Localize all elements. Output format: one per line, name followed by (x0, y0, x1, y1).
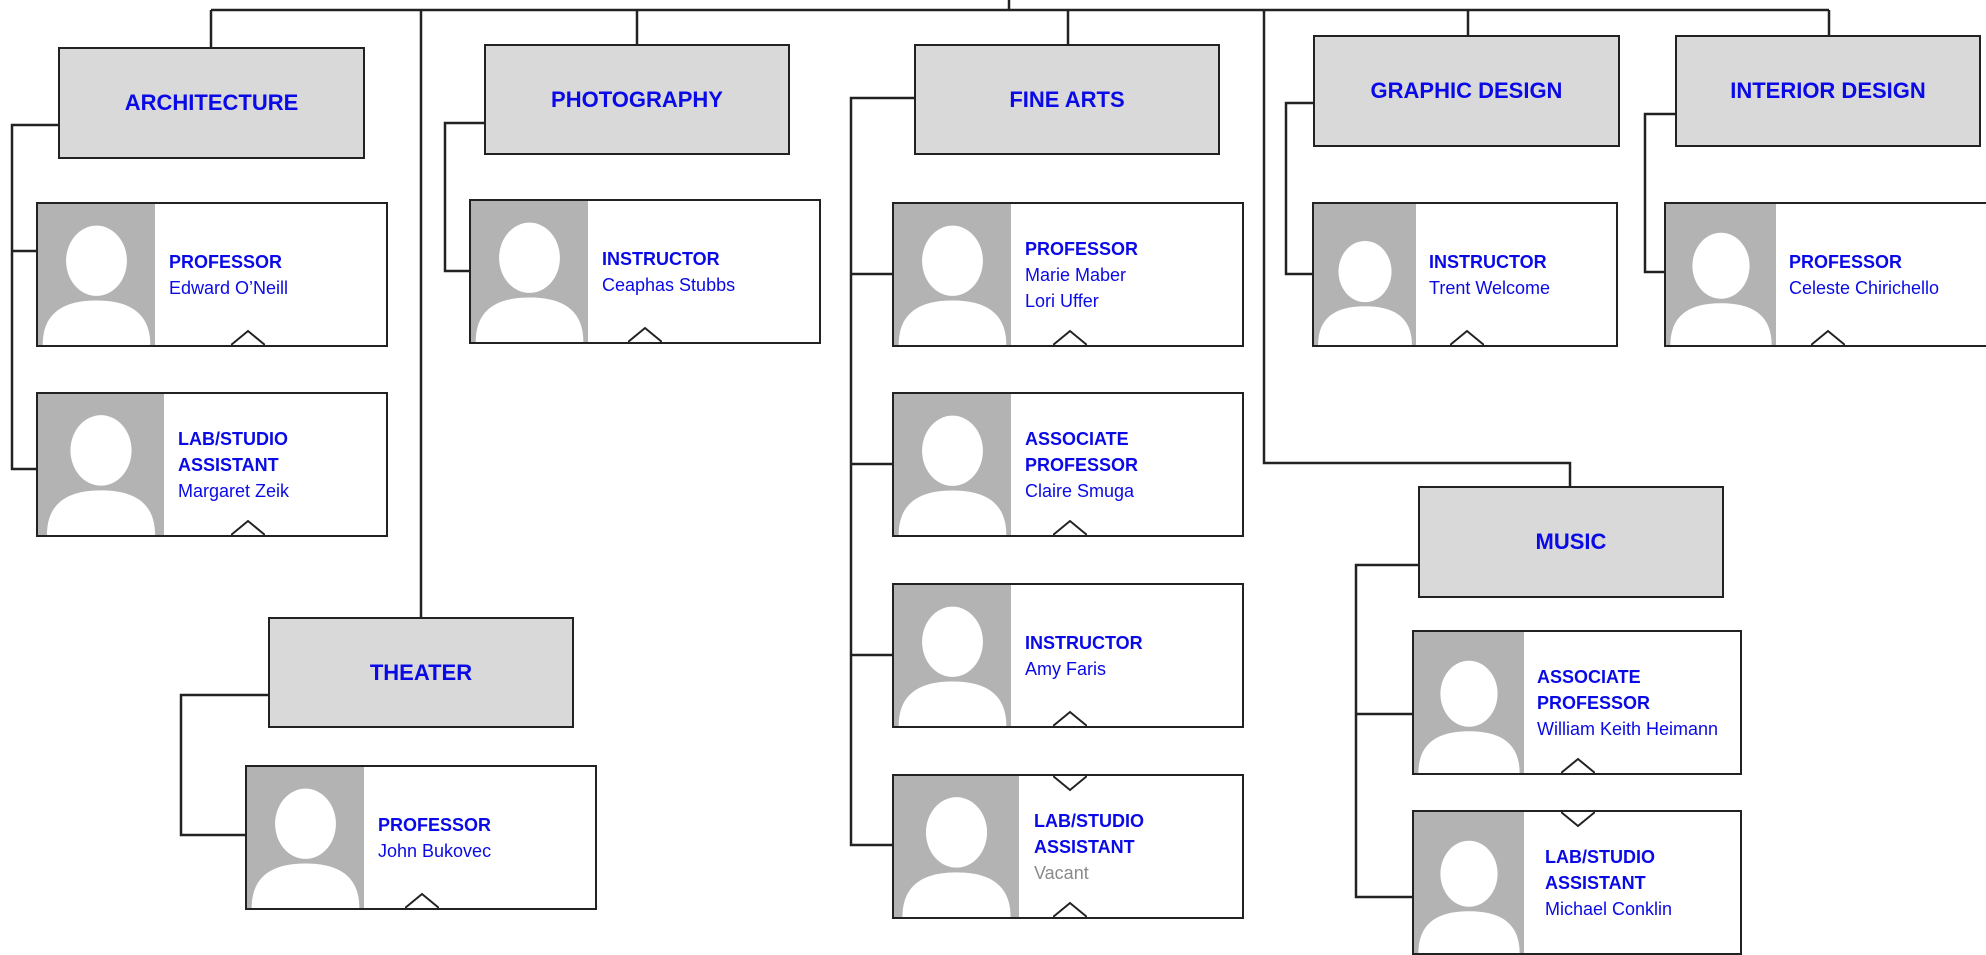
person-role: INSTRUCTOR (1025, 632, 1143, 653)
person-card[interactable]: PROFESSOR John Bukovec (245, 765, 597, 910)
person-placeholder-icon (1314, 204, 1416, 345)
person-card[interactable]: LAB/STUDIO ASSISTANT Michael Conklin (1412, 810, 1742, 955)
person-name: Marie Maber (1025, 264, 1127, 285)
notch-bottom (1450, 329, 1484, 347)
person-name: Margaret Zeik (178, 480, 290, 501)
person-placeholder-icon (247, 767, 364, 908)
notch-bottom (1561, 757, 1595, 775)
person-name: Lori Uffer (1025, 290, 1099, 311)
person-name: William Keith Heimann (1537, 718, 1719, 739)
notch-bottom (1053, 519, 1087, 537)
person-name-vacant: Vacant (1034, 862, 1089, 883)
person-placeholder-icon (894, 204, 1011, 345)
person-role-line: ASSISTANT (1034, 836, 1135, 857)
person-role-line: LAB/STUDIO (178, 428, 288, 449)
notch-top (1053, 774, 1087, 792)
person-role: INSTRUCTOR (1429, 251, 1547, 272)
person-role-line: LAB/STUDIO (1545, 846, 1655, 867)
person-role: ASSOCIATE PROFESSOR (1025, 428, 1139, 475)
person-placeholder-icon (1414, 812, 1524, 953)
dept-fine-arts[interactable]: FINE ARTS (914, 44, 1220, 155)
person-card[interactable]: PROFESSOR Marie Maber Lori Uffer (892, 202, 1244, 347)
person-placeholder-icon (1414, 632, 1524, 773)
person-name: Trent Welcome (1429, 277, 1551, 298)
person-card[interactable]: INSTRUCTOR Amy Faris (892, 583, 1244, 728)
person-name: Edward O’Neill (169, 277, 289, 298)
notch-bottom (1053, 329, 1087, 347)
person-role-line: ASSISTANT (178, 454, 279, 475)
person-placeholder-icon (38, 394, 164, 535)
person-name: Michael Conklin (1545, 898, 1673, 919)
person-role-line: PROFESSOR (1537, 692, 1651, 713)
person-placeholder-icon (894, 585, 1011, 726)
person-card[interactable]: INSTRUCTOR Trent Welcome (1312, 202, 1618, 347)
notch-bottom (405, 892, 439, 910)
person-card[interactable]: PROFESSOR Edward O’Neill (36, 202, 388, 347)
dept-music[interactable]: MUSIC (1418, 486, 1724, 598)
person-card[interactable]: LAB/STUDIO ASSISTANT Vacant (892, 774, 1244, 919)
dept-theater[interactable]: THEATER (268, 617, 574, 728)
person-placeholder-icon (1666, 204, 1776, 345)
person-card[interactable]: LAB/STUDIO ASSISTANT Margaret Zeik (36, 392, 388, 537)
person-role-line: LAB/STUDIO (1034, 810, 1144, 831)
person-name: Claire Smuga (1025, 480, 1135, 501)
person-role: INSTRUCTOR (602, 248, 720, 269)
notch-bottom (1053, 710, 1087, 728)
person-role: PROFESSOR (1789, 251, 1903, 272)
person-role-line: ASSISTANT (1545, 872, 1646, 893)
person-placeholder-icon (471, 201, 588, 342)
person-name: Ceaphas Stubbs (602, 274, 736, 295)
person-card[interactable]: INSTRUCTOR Ceaphas Stubbs (469, 199, 821, 344)
person-role: PROFESSOR (1025, 238, 1139, 259)
person-card[interactable]: PROFESSOR Celeste Chirichello (1664, 202, 1986, 347)
dept-interior-design[interactable]: INTERIOR DESIGN (1675, 35, 1981, 147)
person-card[interactable]: ASSOCIATE PROFESSOR Claire Smuga (892, 392, 1244, 537)
notch-bottom (1053, 901, 1087, 919)
person-placeholder-icon (38, 204, 155, 345)
person-name: Amy Faris (1025, 658, 1106, 679)
person-name: Celeste Chirichello (1789, 277, 1940, 298)
person-placeholder-icon (894, 776, 1019, 917)
person-name: John Bukovec (378, 840, 492, 861)
person-placeholder-icon (894, 394, 1011, 535)
person-role: PROFESSOR (378, 814, 492, 835)
notch-bottom (231, 329, 265, 347)
dept-photography[interactable]: PHOTOGRAPHY (484, 44, 790, 155)
person-card[interactable]: ASSOCIATE PROFESSOR William Keith Heiman… (1412, 630, 1742, 775)
person-role-line: ASSOCIATE (1537, 666, 1641, 687)
dept-graphic-design[interactable]: GRAPHIC DESIGN (1313, 35, 1620, 147)
person-role: PROFESSOR (169, 251, 283, 272)
notch-bottom (1811, 329, 1845, 347)
dept-architecture[interactable]: ARCHITECTURE (58, 47, 365, 159)
notch-bottom (628, 326, 662, 344)
notch-top (1561, 810, 1595, 828)
notch-bottom (231, 519, 265, 537)
